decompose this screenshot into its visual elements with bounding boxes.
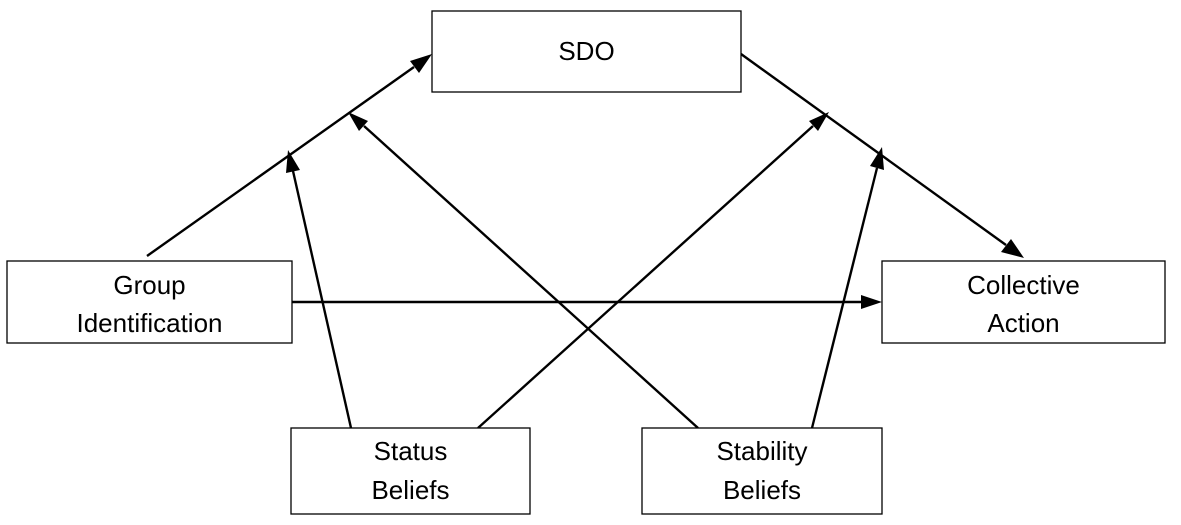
node-label: Group: [113, 270, 185, 300]
edge-status-beliefs-moderates-gi-sdo: [286, 150, 353, 429]
arrowhead: [861, 295, 882, 309]
edges: [146, 53, 1024, 429]
node-status-beliefs: Status Beliefs: [290, 427, 531, 515]
node-group-identification: Group Identification: [6, 260, 293, 344]
node-collective-action: Collective Action: [881, 260, 1166, 344]
node-stability-beliefs: Stability Beliefs: [641, 427, 883, 515]
edge-group-identification-to-collective-action: [292, 295, 882, 309]
node-label: SDO: [558, 36, 614, 66]
arrowhead: [1001, 239, 1024, 258]
arrowhead: [809, 112, 829, 131]
edge-sdo-to-collective-action: [740, 53, 1024, 258]
arrowhead: [348, 112, 368, 131]
edge-stability-beliefs-moderates-gi-sdo: [348, 112, 699, 429]
edge-status-beliefs-moderates-sdo-ca: [477, 112, 829, 429]
node-label: Collective: [967, 270, 1080, 300]
node-box: [881, 260, 1166, 344]
node-label: Identification: [77, 308, 223, 338]
node-box: [431, 10, 742, 93]
edge-group-identification-to-sdo: [146, 54, 432, 257]
node-label: Beliefs: [723, 475, 801, 505]
node-label: Beliefs: [371, 475, 449, 505]
node-label: Stability: [716, 436, 807, 466]
node-box: [290, 427, 531, 515]
node-box: [6, 260, 293, 344]
edge-stability-beliefs-moderates-sdo-ca: [810, 147, 884, 429]
arrowhead: [410, 54, 432, 73]
node-label: Status: [374, 436, 448, 466]
arrowhead: [286, 150, 300, 173]
node-sdo: SDO: [431, 10, 742, 93]
node-label: Action: [987, 308, 1059, 338]
node-box: [641, 427, 883, 515]
arrowhead: [870, 147, 884, 170]
